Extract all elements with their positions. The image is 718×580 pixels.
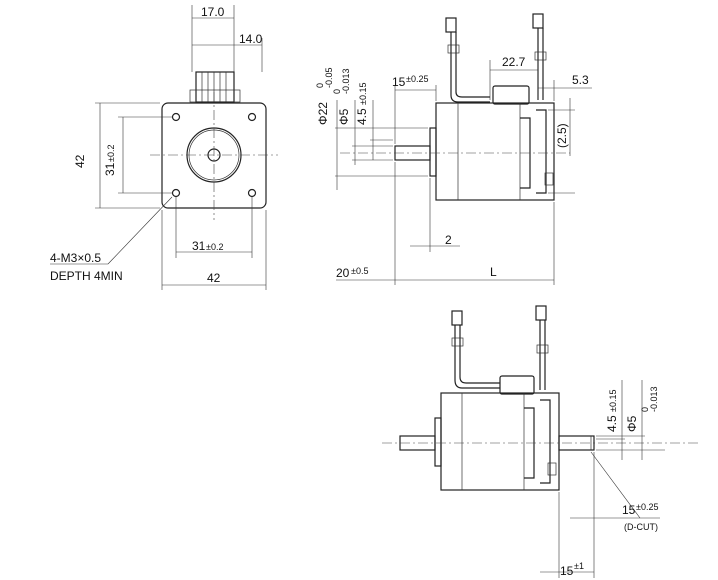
front-view: 17.0 14.0 42 31 ±0.2 31 ±0.2 42 4-M3×0.5… bbox=[50, 5, 278, 290]
dim-phi5-dual: Φ5 bbox=[625, 415, 639, 432]
tol-phi5-lower: -0.013 bbox=[341, 68, 351, 94]
tol-4-5: ±0.15 bbox=[358, 83, 368, 105]
wire-terminal bbox=[451, 310, 463, 326]
tol-15: ±0.25 bbox=[406, 74, 428, 84]
dim-2: 2 bbox=[445, 233, 452, 247]
dim-17: 17.0 bbox=[201, 5, 225, 19]
tol-phi22-lower: -0.05 bbox=[324, 67, 334, 88]
boss-side bbox=[429, 127, 437, 177]
wire-terminal bbox=[445, 17, 457, 33]
tol-31-horizontal: ±0.2 bbox=[206, 242, 223, 252]
dim-L: L bbox=[490, 265, 497, 279]
dim-2-5: (2.5) bbox=[555, 123, 569, 148]
wire-terminal bbox=[535, 305, 547, 321]
dim-31-horizontal: 31 bbox=[192, 239, 206, 253]
mount-hole bbox=[171, 112, 181, 122]
dim-42-vertical: 42 bbox=[73, 154, 87, 168]
dual-shaft-view: 4.5 ±0.15 Φ5 0 -0.013 15 ±0.25 (D-CUT) 1… bbox=[382, 305, 700, 578]
dim-4-5: 4.5 bbox=[355, 108, 369, 125]
dim-phi5: Φ5 bbox=[337, 108, 351, 125]
tol-15-rear: ±1 bbox=[574, 561, 584, 571]
motor-body bbox=[440, 392, 560, 491]
tol-phi22-upper: 0 bbox=[315, 83, 325, 88]
hole-note-depth: DEPTH 4MIN bbox=[50, 269, 123, 283]
dim-15-dual: 15 bbox=[622, 503, 636, 517]
dim-31-vertical: 31 bbox=[103, 162, 117, 176]
dim-15: 15 bbox=[392, 75, 406, 89]
tol-15-dual: ±0.25 bbox=[636, 502, 658, 512]
dcut-note: (D-CUT) bbox=[624, 522, 658, 532]
dim-14: 14.0 bbox=[239, 32, 263, 46]
tol-31-vertical: ±0.2 bbox=[106, 145, 116, 162]
dim-4-5-dual: 4.5 bbox=[605, 415, 619, 432]
dim-5-3: 5.3 bbox=[572, 73, 589, 87]
mount-hole bbox=[247, 112, 257, 122]
dim-22-7: 22.7 bbox=[502, 55, 526, 69]
tol-20: ±0.5 bbox=[351, 266, 368, 276]
tol-phi5-upper-dual: 0 bbox=[640, 407, 650, 412]
hole-note-thread: 4-M3×0.5 bbox=[50, 251, 101, 265]
dim-phi22: Φ22 bbox=[316, 102, 330, 125]
tol-4-5-dual: ±0.15 bbox=[608, 390, 618, 412]
dim-15-rear: 15 bbox=[560, 564, 574, 578]
dim-42-horizontal: 42 bbox=[207, 271, 221, 285]
lead-connector bbox=[499, 375, 535, 395]
motor-body bbox=[435, 102, 555, 201]
dim-20: 20 bbox=[336, 266, 350, 280]
wire-terminal bbox=[532, 13, 544, 29]
tol-phi5-upper: 0 bbox=[332, 89, 342, 94]
side-view: Φ22 0 -0.05 Φ5 0 -0.013 4.5 ±0.15 15 ±0.… bbox=[315, 13, 592, 285]
mount-hole bbox=[247, 188, 257, 198]
lead-connector bbox=[492, 85, 530, 105]
tol-phi5-lower-dual: -0.013 bbox=[649, 386, 659, 412]
mount-hole bbox=[171, 188, 181, 198]
